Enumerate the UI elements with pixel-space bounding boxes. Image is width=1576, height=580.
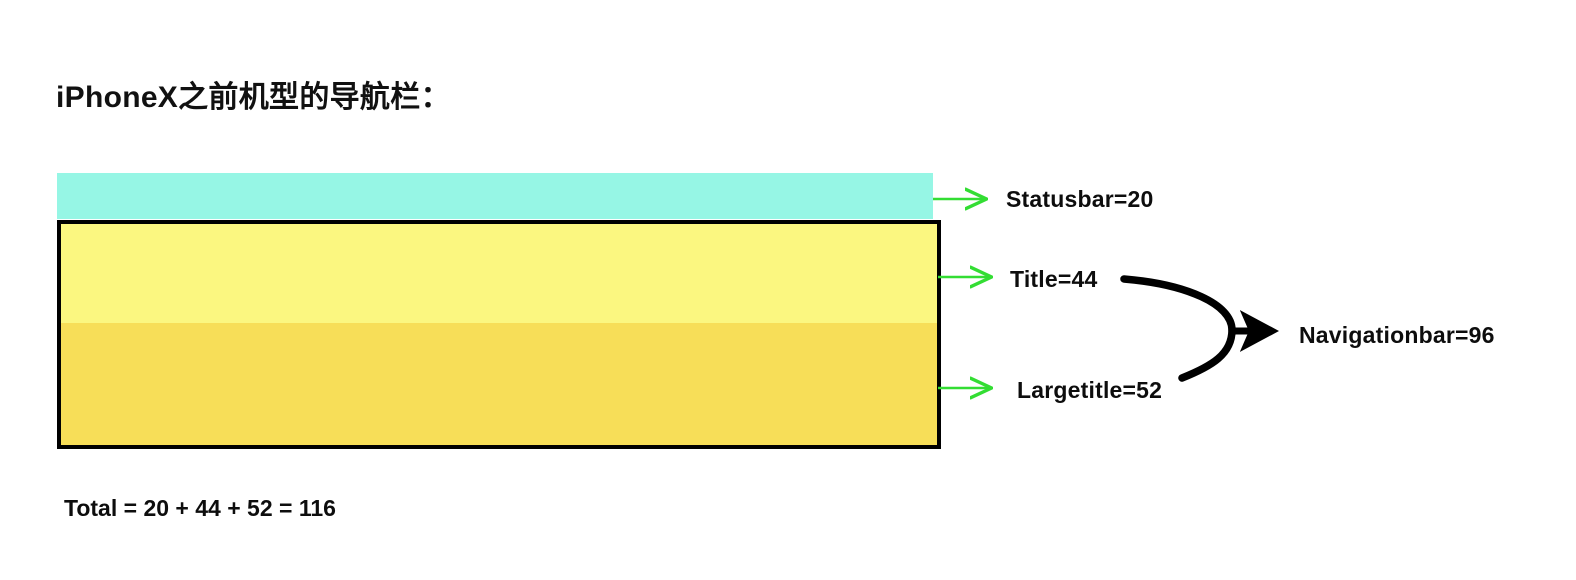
label-title: Title=44 [1010, 266, 1098, 292]
label-statusbar: Statusbar=20 [1006, 186, 1154, 212]
page-title: iPhoneX之前机型的导航栏： [56, 81, 451, 114]
bar-stack [57, 173, 941, 449]
band-title [61, 224, 937, 323]
band-statusbar [57, 173, 933, 219]
brace-curve [1120, 275, 1236, 382]
navigationbar-box [57, 220, 941, 449]
total-sum-text: Total = 20 + 44 + 52 = 116 [64, 495, 336, 521]
label-navigationbar: Navigationbar=96 [1299, 322, 1495, 348]
label-largetitle: Largetitle=52 [1017, 377, 1163, 403]
band-largetitle [61, 323, 937, 445]
